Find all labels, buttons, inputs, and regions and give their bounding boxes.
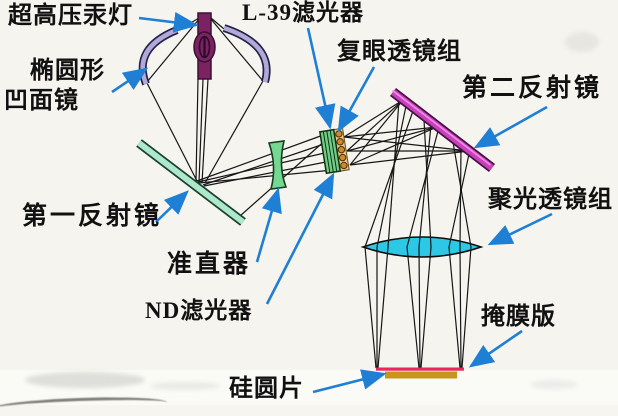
arrow-mask <box>468 329 523 368</box>
label-l39-filter: L-39滤光器 <box>242 0 364 25</box>
rays-first-mirror-to-fly-eye <box>196 133 334 217</box>
arrow-mercury-lamp <box>138 11 199 33</box>
optical-diagram <box>111 11 553 394</box>
label-first-reflector: 第一反射镜 <box>22 203 163 230</box>
label-silicon-wafer: 硅圆片 <box>229 376 304 402</box>
arrow-condenser <box>487 212 553 246</box>
label-fly-eye-lens-group: 复眼透镜组 <box>337 39 462 65</box>
arrow-second-reflector <box>473 105 548 149</box>
label-mask-plate: 掩膜版 <box>481 304 556 330</box>
second-reflector <box>389 88 496 172</box>
label-collimator: 准直器 <box>167 251 252 278</box>
fly-eye-assembly <box>318 127 350 175</box>
arrow-collimator <box>255 187 282 263</box>
label-mercury-lamp: 超高压汞灯 <box>8 3 133 29</box>
arrow-l39-filter <box>306 27 336 130</box>
rays-second-reflector-to-mask <box>364 100 472 369</box>
paper-smudge-top-right <box>565 32 599 52</box>
label-elliptical-mirror-line2: 凹面镜 <box>4 88 79 114</box>
arrow-fly-eye <box>337 66 376 133</box>
paper-tone-band <box>0 370 618 405</box>
label-condenser-lens-group: 聚光透镜组 <box>488 187 613 213</box>
mercury-lamp <box>193 12 216 80</box>
label-nd-filter: ND滤光器 <box>145 298 253 323</box>
pointer-arrows <box>111 11 553 394</box>
label-second-reflector: 第二反射镜 <box>462 75 603 102</box>
paper-smudge-bottom-mid <box>150 382 220 390</box>
first-reflector <box>136 139 246 226</box>
condenser-lens <box>360 236 484 258</box>
paper-smudge-bottom-left <box>25 372 145 388</box>
paper-smudge-bottom-right <box>530 380 578 389</box>
collimator-lens <box>267 140 288 190</box>
arrow-first-reflector <box>155 190 189 223</box>
mask-plate <box>376 367 464 371</box>
silicon-wafer <box>385 371 457 379</box>
arrow-elliptical-mirror <box>111 67 149 94</box>
arrow-nd-filter <box>265 172 335 305</box>
arrow-silicon-wafer <box>312 369 387 394</box>
label-elliptical-mirror-line1: 椭圆形 <box>30 58 105 84</box>
